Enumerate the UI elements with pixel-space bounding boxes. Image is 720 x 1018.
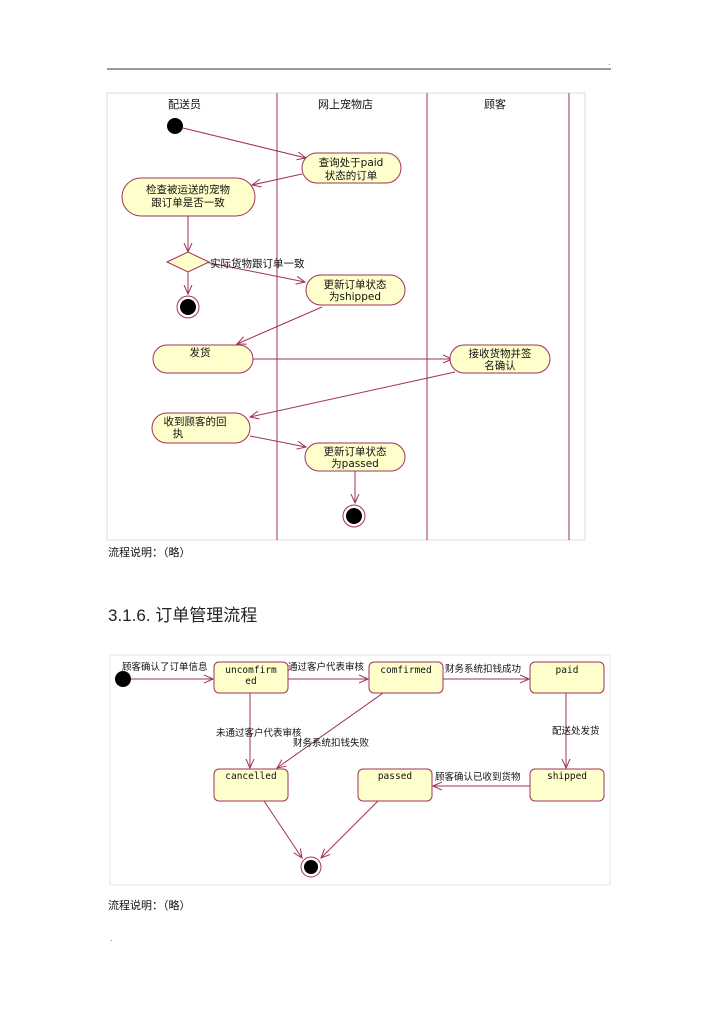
lane-customer: 顾客 xyxy=(484,97,506,111)
transition-label: 未通过客户代表审核 xyxy=(216,727,302,739)
activity-label: 为shipped xyxy=(329,291,381,303)
state-passed xyxy=(357,768,433,802)
activity-label: 为passed xyxy=(331,458,379,470)
activity-label: 接收货物并签 xyxy=(469,347,532,360)
transition-label: 财务系统扣钱失败 xyxy=(293,737,370,749)
caption-state: 流程说明：（略） xyxy=(108,899,191,912)
activity-label: 执 xyxy=(173,427,184,440)
transition-label: 配送处发货 xyxy=(552,725,600,737)
transition xyxy=(263,800,302,858)
state-label: cancelled xyxy=(225,771,276,782)
activity-label: 收到顾客的回 xyxy=(164,415,227,428)
final-state-core xyxy=(304,860,318,874)
footer-mark: . xyxy=(110,934,113,943)
transition-label: 顾客确认已收到货物 xyxy=(435,771,521,783)
edge xyxy=(182,127,306,158)
transition-label: 顾客确认了订单信息 xyxy=(122,661,208,673)
activity-label: 名确认 xyxy=(484,359,516,372)
transition xyxy=(321,800,379,858)
edge xyxy=(252,173,303,185)
state-paid xyxy=(529,661,605,694)
activity-query-paid xyxy=(301,152,402,184)
activity-receive-receipt xyxy=(151,412,251,444)
final-node-core xyxy=(346,508,362,524)
state-label: uncomfirm xyxy=(225,665,277,676)
decision-node xyxy=(165,251,211,273)
state-label: paid xyxy=(556,665,579,676)
activity-label: 更新订单状态 xyxy=(324,445,387,458)
state-cancelled xyxy=(213,768,289,802)
transition-label: 通过客户代表审核 xyxy=(288,661,365,673)
activity-update-passed xyxy=(304,442,406,472)
guard-label: 实际货物跟订单一致 xyxy=(210,257,305,270)
edge xyxy=(249,435,306,447)
transition xyxy=(277,692,384,768)
final-node-core xyxy=(180,299,196,315)
state-label: ed xyxy=(245,676,256,687)
initial-state xyxy=(115,671,131,687)
activity-update-shipped xyxy=(305,274,406,306)
state-shipped xyxy=(529,768,605,802)
activity-receive-sign xyxy=(449,344,551,374)
state-label: comfirmed xyxy=(380,665,431,676)
activity-label: 检查被运送的宠物 xyxy=(146,183,230,196)
state-label: passed xyxy=(378,771,412,782)
transition-label: 财务系统扣钱成功 xyxy=(445,663,521,675)
activity-label: 发货 xyxy=(190,346,211,359)
activity-label: 查询处于paid xyxy=(319,156,384,169)
activity-ship xyxy=(152,344,254,374)
activity-label: 更新订单状态 xyxy=(324,278,387,291)
state-confirmed xyxy=(368,661,444,694)
edge xyxy=(250,371,456,417)
section-heading: 3.1.6. 订单管理流程 xyxy=(108,606,258,625)
edge xyxy=(237,306,323,344)
lane-pet-store: 网上宠物店 xyxy=(318,97,373,111)
state-unconfirmed xyxy=(213,661,289,694)
diagram-frame xyxy=(109,654,611,886)
activity-label: 状态的订单 xyxy=(325,169,378,182)
activity-check-pet xyxy=(121,177,256,217)
corner-mark: . xyxy=(608,58,611,67)
activity-label: 跟订单是否一致 xyxy=(151,196,225,209)
state-label: shipped xyxy=(547,771,587,782)
initial-node xyxy=(167,118,183,134)
edge xyxy=(204,261,305,282)
header-rule xyxy=(107,68,611,70)
lane-delivery: 配送员 xyxy=(168,97,201,111)
diagram-frame xyxy=(106,92,586,541)
caption-activity: 流程说明：（略） xyxy=(108,546,191,559)
